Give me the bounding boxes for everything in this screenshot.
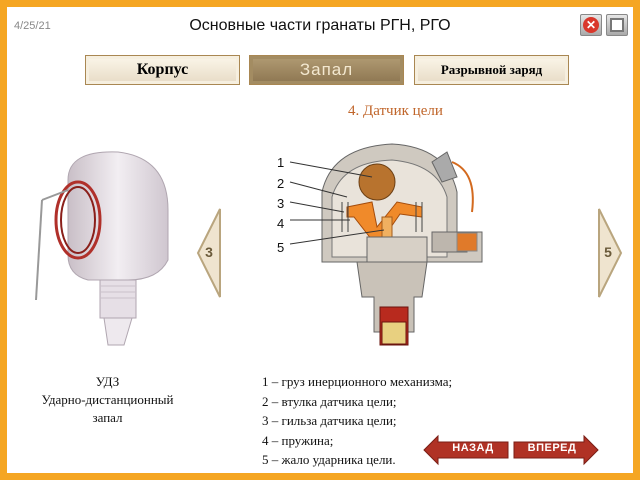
callout-4: 4 bbox=[277, 216, 284, 231]
chevron-right-icon bbox=[598, 208, 623, 298]
forward-label: ВПЕРЕД bbox=[527, 442, 577, 454]
arrow-right-icon bbox=[513, 434, 599, 466]
section-subtitle: 4. Датчик цели bbox=[348, 103, 443, 119]
forward-button[interactable]: ВПЕРЕД bbox=[512, 434, 600, 466]
close-icon: ✕ bbox=[583, 17, 599, 33]
legend-item: 2 – втулка датчика цели; bbox=[262, 393, 397, 409]
callout-3: 3 bbox=[277, 196, 284, 211]
legend-item: 1 – груз инерционного механизма; bbox=[262, 374, 453, 389]
prev-slide-number: 3 bbox=[205, 244, 213, 260]
callout-2: 2 bbox=[277, 176, 284, 191]
caption-line-2: Ударно-дистанционный bbox=[41, 392, 174, 407]
arrow-left-icon bbox=[423, 434, 509, 466]
tab-fuze[interactable]: Запал bbox=[249, 55, 404, 85]
window-icon bbox=[610, 18, 624, 32]
close-button[interactable]: ✕ bbox=[580, 14, 602, 36]
back-button[interactable]: НАЗАД bbox=[422, 434, 510, 466]
parts-legend: 1 – груз инерционного механизма; 2 – вту… bbox=[262, 372, 452, 470]
fuze-caption: УДЗ Ударно-дистанционный запал bbox=[25, 373, 190, 427]
next-slide-button[interactable]: 5 bbox=[597, 207, 623, 299]
legend-item: 3 – гильза датчика цели; bbox=[262, 413, 397, 428]
fuze-photo bbox=[35, 151, 169, 346]
tab-charge[interactable]: Разрывной заряд bbox=[414, 55, 569, 85]
back-label: НАЗАД bbox=[452, 442, 494, 454]
slide-title: Основные части гранаты РГН, РГО bbox=[189, 17, 451, 34]
target-sensor-diagram: 1 2 3 4 5 bbox=[277, 143, 483, 346]
window-button[interactable] bbox=[606, 14, 628, 36]
legend-item: 4 – пружина; bbox=[262, 432, 334, 448]
prev-slide-button[interactable]: 3 bbox=[196, 207, 222, 299]
caption-line-3: запал bbox=[92, 410, 123, 425]
next-slide-number: 5 bbox=[604, 244, 612, 260]
callout-1: 1 bbox=[277, 155, 284, 170]
chevron-left-icon bbox=[196, 208, 221, 298]
slide-date: 4/25/21 bbox=[14, 20, 51, 32]
caption-line-1: УДЗ bbox=[95, 374, 120, 389]
callout-5: 5 bbox=[277, 240, 284, 255]
legend-item: 5 – жало ударника цели. bbox=[262, 452, 396, 467]
tab-body[interactable]: Корпус bbox=[85, 55, 240, 85]
